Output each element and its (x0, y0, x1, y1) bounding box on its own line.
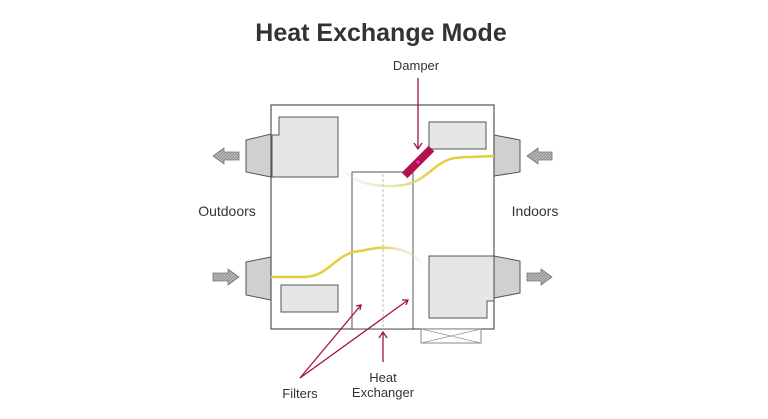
outdoors-label: Outdoors (198, 203, 256, 219)
heat-exchanger-label-line2: Exchanger (352, 385, 415, 400)
return-arrow-left-icon (526, 147, 553, 165)
top-right-block (428, 121, 487, 150)
indoor-supply-duct (493, 255, 521, 299)
intake-arrow-right-icon (212, 268, 240, 286)
indoor-to-outdoor-airflow (341, 154, 495, 188)
exhaust-fan-block (271, 116, 339, 178)
supply-arrow-right-icon (526, 268, 553, 286)
bottom-left-block (280, 284, 339, 313)
base-bracket-cross (420, 328, 482, 344)
indoor-return-duct (493, 134, 521, 177)
damper-label: Damper (393, 58, 440, 73)
indoors-label: Indoors (512, 203, 559, 219)
exhaust-arrow-left-icon (212, 147, 240, 165)
heat-exchanger-pointer (378, 330, 388, 362)
supply-fan-block (428, 255, 495, 319)
diagram-title: Heat Exchange Mode (255, 19, 507, 47)
heat-exchanger-label-line1: Heat (369, 370, 397, 385)
outdoor-to-indoor-airflow (271, 246, 424, 279)
filters-label: Filters (282, 386, 318, 401)
outdoor-intake-duct (245, 256, 272, 301)
filters-pointer (299, 299, 409, 379)
outdoor-exhaust-duct (245, 133, 272, 178)
damper-flap (401, 145, 435, 179)
damper-pointer (413, 78, 423, 151)
